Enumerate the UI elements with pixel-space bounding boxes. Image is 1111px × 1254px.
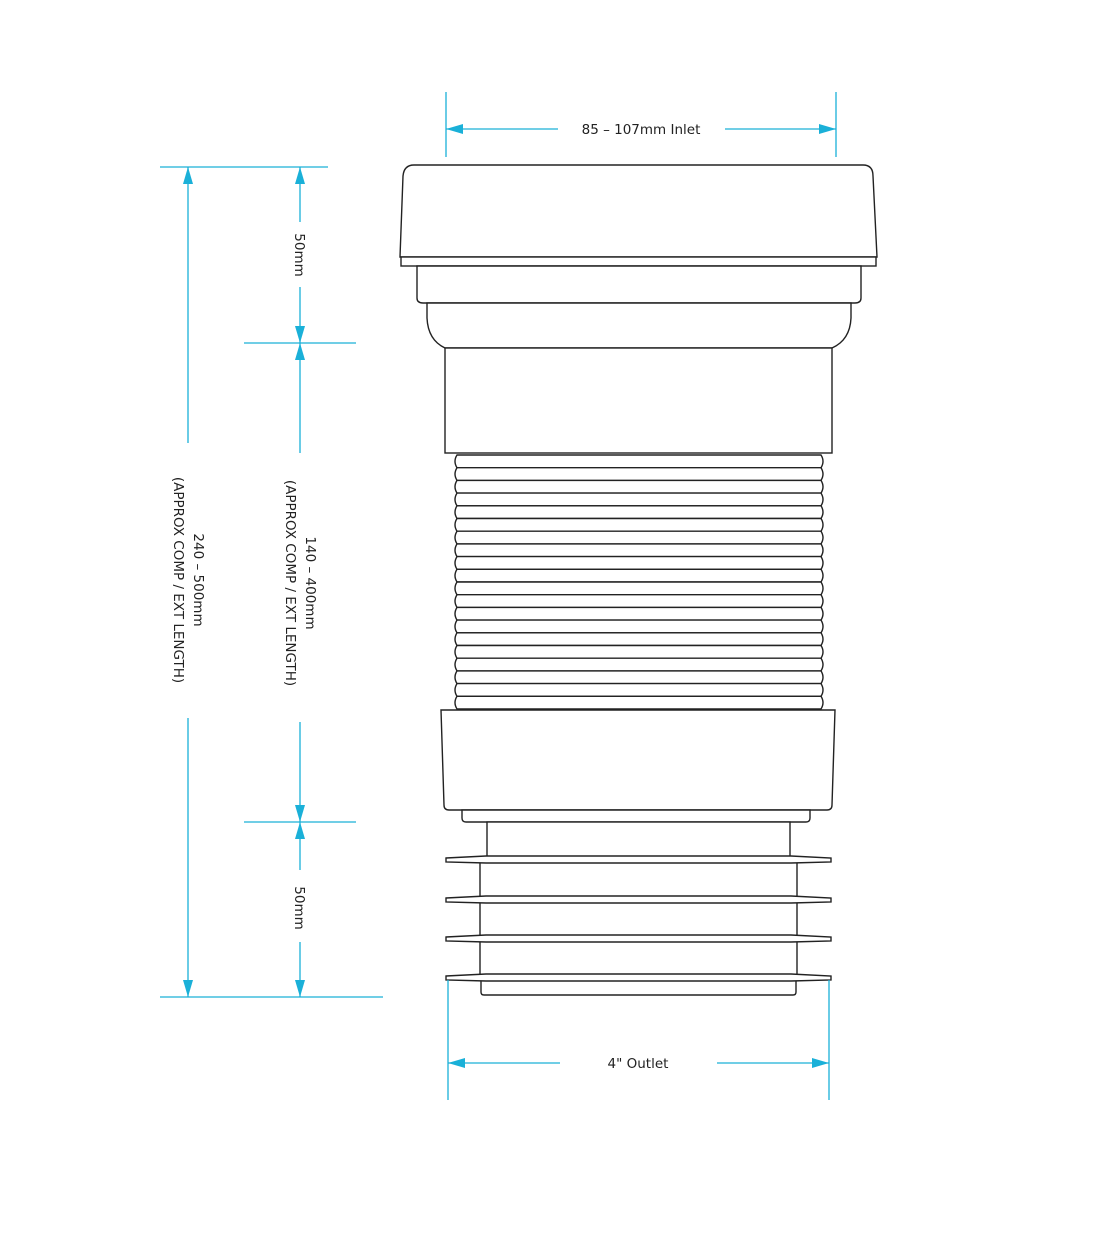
arrow-up-icon (295, 167, 305, 184)
arrow-right-icon (819, 124, 836, 134)
arrow-left-icon (448, 1058, 465, 1068)
corrugation-rib (454, 670, 824, 685)
corrugation-rib (454, 644, 824, 659)
pipe-connector (399, 164, 878, 996)
corrugated-section (454, 454, 824, 710)
inlet-label: 85 – 107mm Inlet (582, 122, 701, 138)
corrugation-rib (454, 454, 824, 469)
corrugation-rib (454, 568, 824, 583)
middle-length-label: 140 – 400mm (302, 536, 318, 629)
outlet-neck (486, 821, 791, 859)
inlet-sleeve (444, 347, 833, 454)
outlet-dimension: 4" Outlet (447, 980, 830, 1100)
corrugation-rib (454, 657, 824, 672)
corrugation-rib (454, 467, 824, 482)
corrugation-rib (454, 543, 824, 558)
corrugation-rib (454, 619, 824, 634)
section-dimensions: 50mm 140 – 400mm (APPROX COMP / EXT LENG… (244, 167, 356, 997)
corrugation-rib (454, 479, 824, 494)
inlet-cap-band (400, 256, 877, 267)
outlet-fin (445, 855, 832, 864)
corrugation-rib (454, 492, 824, 507)
arrow-left-icon (446, 124, 463, 134)
arrow-up-icon (183, 167, 193, 184)
arrow-down-icon (295, 980, 305, 997)
inlet-reducer (426, 302, 852, 349)
corrugation-rib (454, 594, 824, 609)
outlet-label: 4" Outlet (608, 1056, 669, 1072)
outlet-fin (445, 934, 832, 943)
corrugation-rib (454, 632, 824, 647)
arrow-up-icon (295, 822, 305, 839)
arrow-down-icon (295, 805, 305, 822)
overall-length-note: (APPROX COMP / EXT LENGTH) (170, 477, 186, 683)
overall-length-label: 240 – 500mm (190, 533, 206, 626)
middle-length-note: (APPROX COMP / EXT LENGTH) (282, 480, 298, 686)
corrugation-rib (454, 682, 824, 697)
outlet-fin (445, 895, 832, 904)
arrow-right-icon (812, 1058, 829, 1068)
outlet-tube-end (480, 977, 797, 996)
bottom-socket-label: 50mm (291, 886, 307, 929)
arrow-down-icon (183, 980, 193, 997)
outlet-fin (445, 973, 832, 982)
corrugation-rib (454, 530, 824, 545)
outlet-socket (440, 709, 836, 811)
corrugation-rib (454, 517, 824, 532)
overall-length-dimension: 240 – 500mm (APPROX COMP / EXT LENGTH) (160, 166, 383, 998)
inlet-dimension: 85 – 107mm Inlet (445, 92, 837, 157)
corrugation-rib (454, 581, 824, 596)
corrugation-rib (454, 695, 824, 710)
corrugation-rib (454, 505, 824, 520)
outlet-fins (445, 855, 832, 982)
arrow-down-icon (295, 326, 305, 343)
inlet-cap (399, 164, 878, 258)
outlet-tube (479, 857, 798, 979)
corrugation-rib (454, 606, 824, 621)
top-socket-label: 50mm (291, 233, 307, 276)
inlet-collar (416, 265, 862, 304)
corrugation-rib (454, 555, 824, 570)
outlet-socket-band (461, 809, 811, 823)
arrow-up-icon (295, 343, 305, 360)
